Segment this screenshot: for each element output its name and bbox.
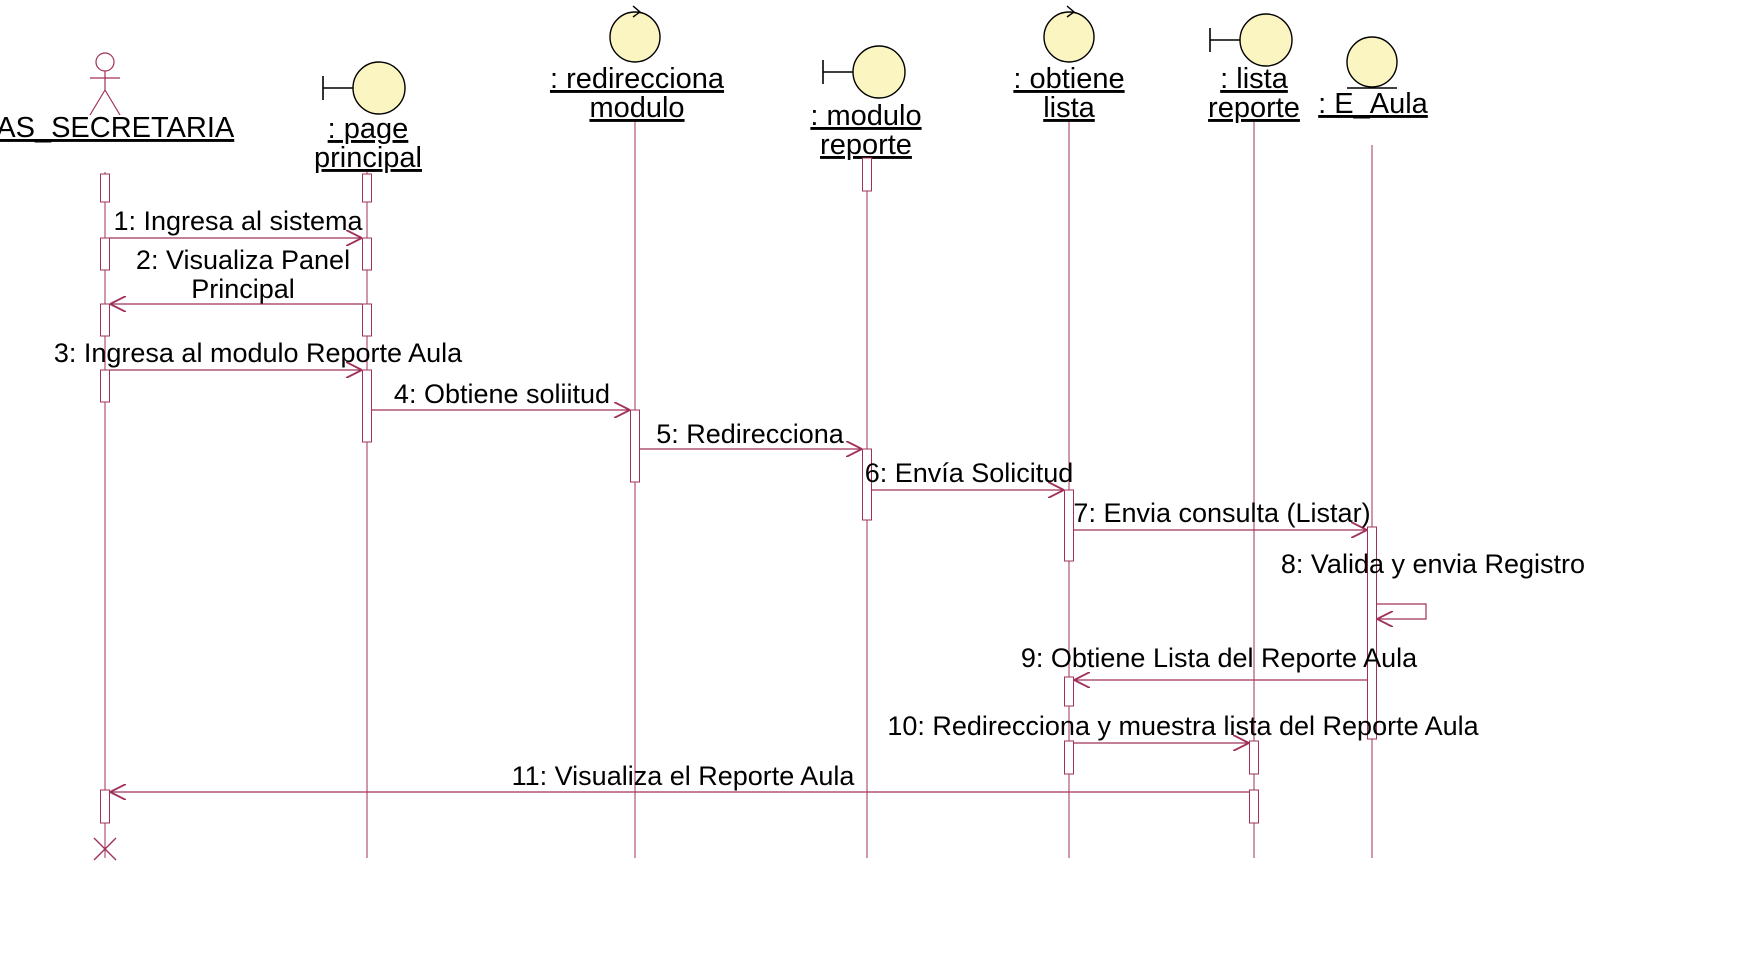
boundary-icon [822, 45, 906, 99]
participant-name-obtiene: lista [1043, 92, 1095, 124]
activation-modrep [862, 448, 872, 521]
message-label: 11: Visualiza el Reporte Aula [512, 761, 856, 791]
activation-redir [630, 409, 640, 483]
entity-icon [1346, 36, 1398, 89]
activation-obtiene [1064, 489, 1074, 562]
message-label: 1: Ingresa al sistema [113, 206, 363, 236]
activation-secretaria [100, 173, 110, 203]
boundary-icon [1209, 13, 1293, 67]
control-icon [609, 5, 661, 63]
activation-secretaria [100, 369, 110, 403]
activation-obtiene [1064, 740, 1074, 775]
activation-secretaria [100, 303, 110, 337]
participant-name-secretaria: : AS_SECRETARIA [0, 112, 235, 144]
activation-modrep [862, 157, 872, 192]
activation-page [362, 369, 372, 443]
participant-name-redir: : redirecciona [550, 63, 725, 95]
activation-obtiene [1064, 676, 1074, 707]
participant-name-page: principal [314, 142, 422, 174]
message-label: 6: Envía Solicitud [865, 458, 1074, 488]
message-label: 8: Valida y envia Registro [1281, 549, 1585, 579]
message-label: 4: Obtiene soliitud [394, 379, 610, 409]
activation-listarep [1249, 740, 1259, 775]
participant-name-eaula: : E_Aula [1318, 88, 1428, 120]
activation-secretaria [100, 237, 110, 271]
activation-page [362, 237, 372, 271]
activation-page [362, 303, 372, 337]
participant-name-modrep: reporte [820, 129, 912, 161]
participant-name-redir: modulo [589, 92, 684, 124]
control-icon [1043, 5, 1095, 63]
message-label: 2: Visualiza Panel [136, 245, 350, 275]
activation-page [362, 173, 372, 203]
participant-name-obtiene: : obtiene [1013, 63, 1124, 95]
destroy-x-icon [93, 837, 117, 861]
message-label: 9: Obtiene Lista del Reporte Aula [1021, 643, 1418, 673]
participant-name-page: : page [328, 113, 409, 145]
message-label: 10: Redirecciona y muestra lista del Rep… [887, 711, 1479, 741]
activation-listarep [1249, 789, 1259, 824]
boundary-icon [322, 61, 406, 115]
activation-secretaria [100, 789, 110, 824]
message-label: 5: Redirecciona [656, 419, 845, 449]
participant-name-modrep: : modulo [810, 100, 921, 132]
message-label: 7: Envia consulta (Listar) [1073, 498, 1370, 528]
message-label: Principal [191, 274, 295, 304]
activation-eaula [1367, 526, 1377, 740]
message-label: 3: Ingresa al modulo Reporte Aula [54, 338, 463, 368]
participant-name-listarep: : lista [1220, 63, 1289, 95]
actor-icon [89, 52, 121, 116]
participant-name-listarep: reporte [1208, 92, 1300, 124]
self-message-arrow [1377, 603, 1427, 619]
